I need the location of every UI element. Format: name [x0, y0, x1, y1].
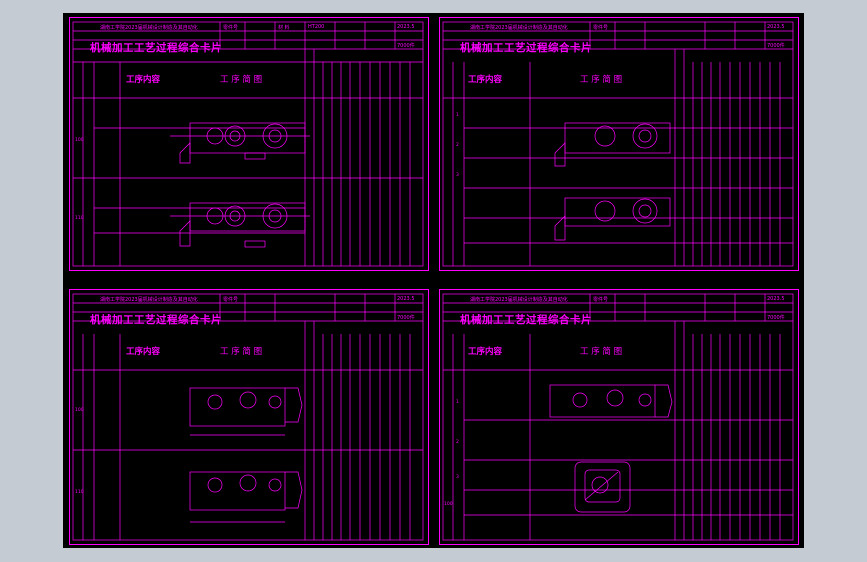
process-card-1-lines	[72, 21, 424, 267]
op-number: 2	[456, 440, 459, 445]
header-quantity: 7000件	[767, 315, 785, 321]
sketch-heading: 工 序 简 图	[220, 347, 263, 357]
process-card-4: 湖南工学院2023届机械设计制造及其自动化 机械加工工艺过程综合卡片 零件号 2…	[439, 289, 799, 545]
header-date: 2023.5	[397, 296, 415, 302]
card-title: 机械加工工艺过程综合卡片	[90, 314, 222, 326]
process-card-3-lines	[72, 293, 424, 541]
header-date: 2023.5	[767, 24, 785, 30]
header-part-no: 零件号	[593, 297, 609, 303]
op-number: 110	[75, 490, 84, 495]
op-number: 100	[75, 408, 84, 413]
header-quantity: 7000件	[397, 43, 415, 49]
op-number: 100	[75, 138, 84, 143]
header-material: 材 料	[278, 25, 290, 31]
header-part-no: 零件号	[593, 25, 609, 31]
content-heading: 工序内容	[126, 75, 161, 85]
header-material-value: HT200	[308, 24, 325, 30]
card-title: 机械加工工艺过程综合卡片	[460, 314, 592, 326]
content-heading: 工序内容	[468, 75, 503, 85]
header-quantity: 7000件	[767, 43, 785, 49]
sketch-heading: 工 序 简 图	[580, 347, 623, 357]
op-number: 3	[456, 173, 459, 178]
school-label: 湖南工学院2023届机械设计制造及其自动化	[470, 297, 568, 303]
card-title: 机械加工工艺过程综合卡片	[460, 42, 592, 54]
header-part-no: 零件号	[223, 297, 239, 303]
cad-viewport[interactable]: 湖南工学院2023届机械设计制造及其自动化 机械加工工艺过程综合卡片 零件号 材…	[63, 13, 804, 548]
op-number: 110	[75, 216, 84, 221]
process-card-3: 湖南工学院2023届机械设计制造及其自动化 机械加工工艺过程综合卡片 零件号 2…	[69, 289, 429, 545]
sketch-heading: 工 序 简 图	[220, 75, 263, 85]
process-card-4-lines	[442, 293, 794, 541]
content-heading: 工序内容	[468, 347, 503, 357]
header-date: 2023.5	[767, 296, 785, 302]
process-card-2: 湖南工学院2023届机械设计制造及其自动化 机械加工工艺过程综合卡片 零件号 2…	[439, 17, 799, 271]
sketch-heading: 工 序 简 图	[580, 75, 623, 85]
op-number: 1	[456, 113, 459, 118]
school-label: 湖南工学院2023届机械设计制造及其自动化	[470, 25, 568, 31]
op-number: 100	[444, 502, 453, 507]
school-label: 湖南工学院2023届机械设计制造及其自动化	[100, 297, 198, 303]
header-quantity: 7000件	[397, 315, 415, 321]
header-date: 2023.5	[397, 24, 415, 30]
content-heading: 工序内容	[126, 347, 161, 357]
process-card-1: 湖南工学院2023届机械设计制造及其自动化 机械加工工艺过程综合卡片 零件号 材…	[69, 17, 429, 271]
op-number: 3	[456, 475, 459, 480]
school-label: 湖南工学院2023届机械设计制造及其自动化	[100, 25, 198, 31]
process-card-2-lines	[442, 21, 794, 267]
card-title: 机械加工工艺过程综合卡片	[90, 42, 222, 54]
op-number: 1	[456, 400, 459, 405]
header-part-no: 零件号	[223, 25, 239, 31]
op-number: 2	[456, 143, 459, 148]
